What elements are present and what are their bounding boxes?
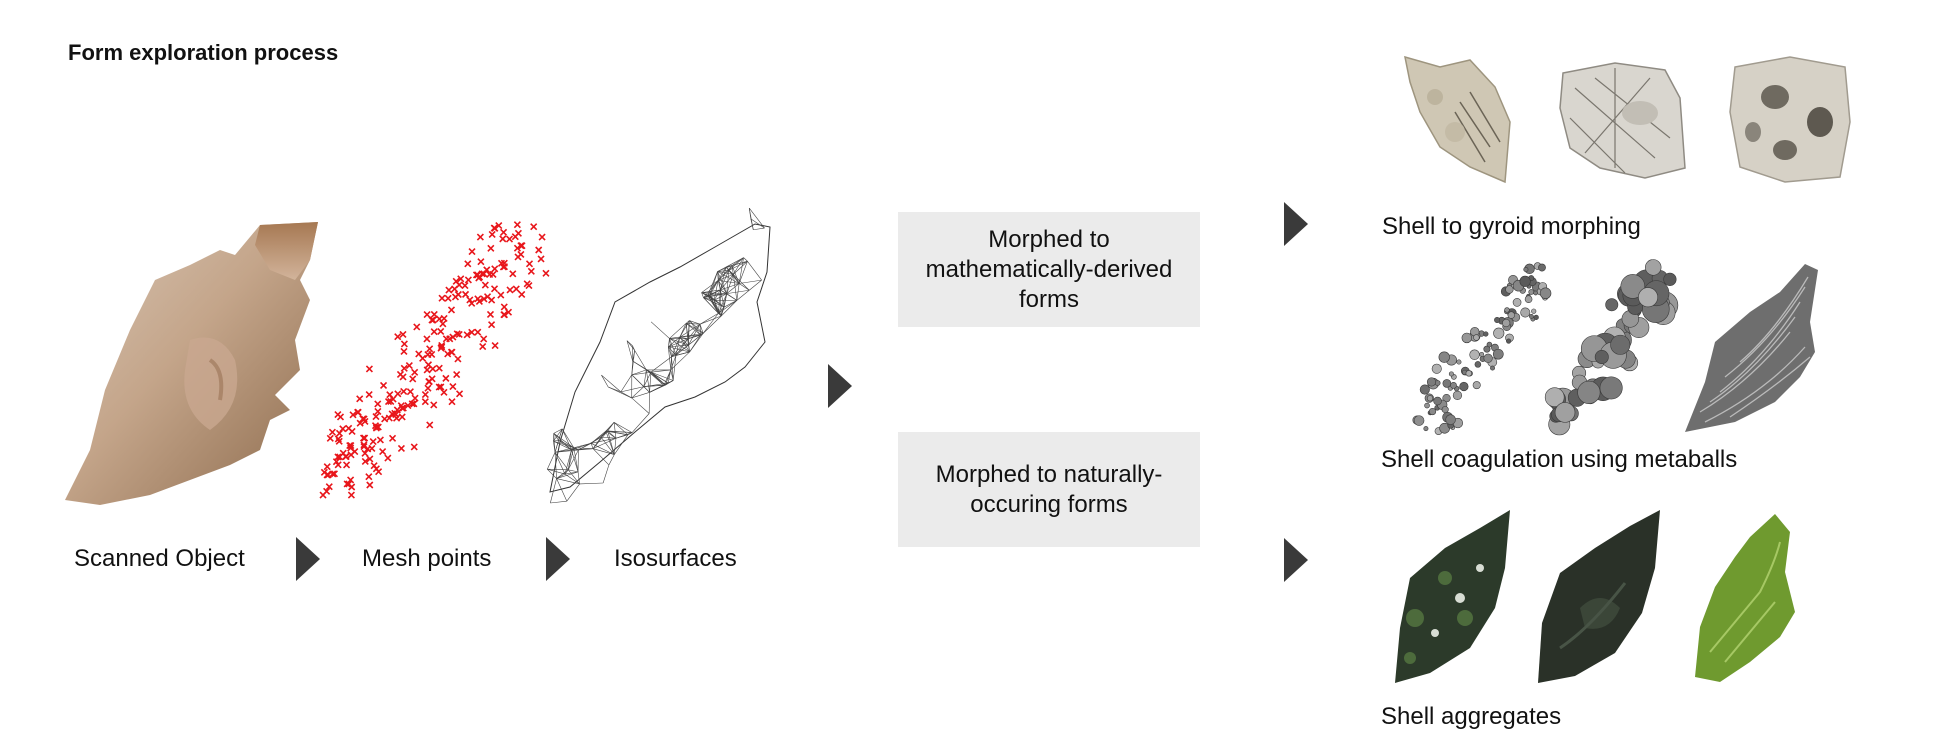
mesh-points-image <box>319 221 550 499</box>
diagram-title: Form exploration process <box>68 40 339 65</box>
aggregates-stage-2-image <box>1538 510 1660 683</box>
label-isosurfaces: Isosurfaces <box>614 545 737 572</box>
branch-math-box: Morphed to mathematically-derived forms <box>898 212 1200 327</box>
label-metaballs: Shell coagulation using metaballs <box>1381 446 1738 473</box>
label-mesh-points: Mesh points <box>362 545 492 572</box>
aggregates-stage-1-image <box>1395 510 1510 683</box>
arrow-right-icon <box>296 537 320 581</box>
gyroid-stage-2-image <box>1559 62 1686 179</box>
gyroid-stage-3-image <box>1729 56 1851 183</box>
branch-math-label: Morphed to mathematically-derived forms <box>925 225 1173 313</box>
isosurfaces-image <box>547 207 771 504</box>
arrow-right-icon <box>1284 538 1308 582</box>
arrow-right-icon <box>1284 202 1308 246</box>
branch-natural-box: Morphed to naturally-occuring forms <box>898 432 1200 547</box>
branch-natural-label: Morphed to naturally-occuring forms <box>935 460 1163 518</box>
label-aggregates: Shell aggregates <box>1381 703 1562 730</box>
arrow-right-icon <box>546 537 570 581</box>
label-scanned-object: Scanned Object <box>74 545 245 572</box>
arrow-right-icon <box>828 364 852 408</box>
scanned-object-image <box>65 222 318 505</box>
metaballs-stage-2-image <box>1544 259 1679 436</box>
metaballs-stage-1-image <box>1412 262 1552 435</box>
gyroid-stage-1-image <box>1404 55 1511 184</box>
label-gyroid: Shell to gyroid morphing <box>1382 213 1641 240</box>
aggregates-stage-3-image <box>1695 514 1795 682</box>
metaballs-stage-3-image <box>1685 264 1818 432</box>
